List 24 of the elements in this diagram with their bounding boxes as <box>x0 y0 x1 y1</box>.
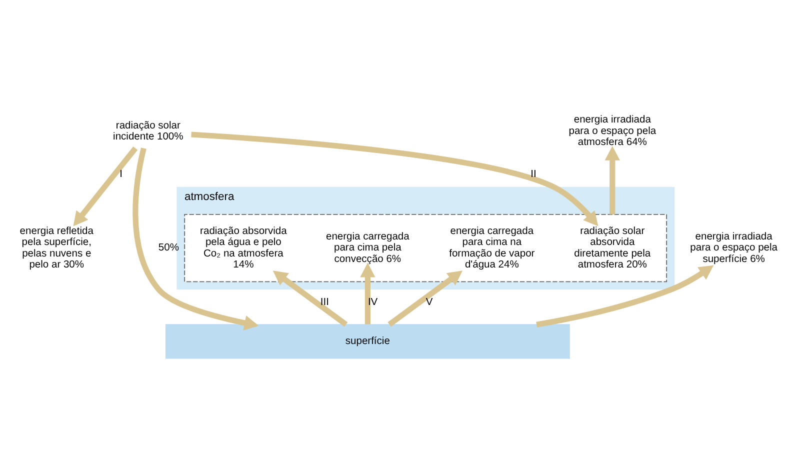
node-text: radiação absorvida pela água e pelo Co₂ na atmosfera 14% <box>200 226 287 270</box>
arrow <box>536 265 714 328</box>
node-text: energia irradiada para o espaço pela atmosfera 64% <box>568 114 656 148</box>
node-text: energia refletida pela superfície, pelas nuvens e pelo ar 30% <box>20 226 94 270</box>
node-box: superfície <box>165 324 570 359</box>
node-text: energia carregada para cima na formação de vapor d'água 24% <box>449 226 535 270</box>
edge-label: II <box>530 168 536 180</box>
arrow <box>360 262 376 324</box>
arrow <box>604 146 620 214</box>
arrow <box>73 146 138 226</box>
arrow <box>191 132 598 226</box>
edge-label: III <box>320 296 329 308</box>
edge-label: I <box>120 168 123 180</box>
arrow <box>132 148 259 330</box>
node-text: radiação solar absorvida diretamente pela atmosfera 20% <box>574 226 651 270</box>
node-text: energia irradiada para o espaço pela superfície 6% <box>690 231 778 265</box>
node-text: energia carregada para cima pela convecção 6% <box>326 231 410 265</box>
arrow <box>272 270 348 327</box>
cluster <box>184 214 668 282</box>
edge-label: IV <box>368 296 378 308</box>
arrow <box>388 270 462 327</box>
edge-label: 50% <box>158 242 179 254</box>
edge-label: V <box>426 296 433 308</box>
node-text: radiação solar incidente 100% <box>113 120 184 143</box>
